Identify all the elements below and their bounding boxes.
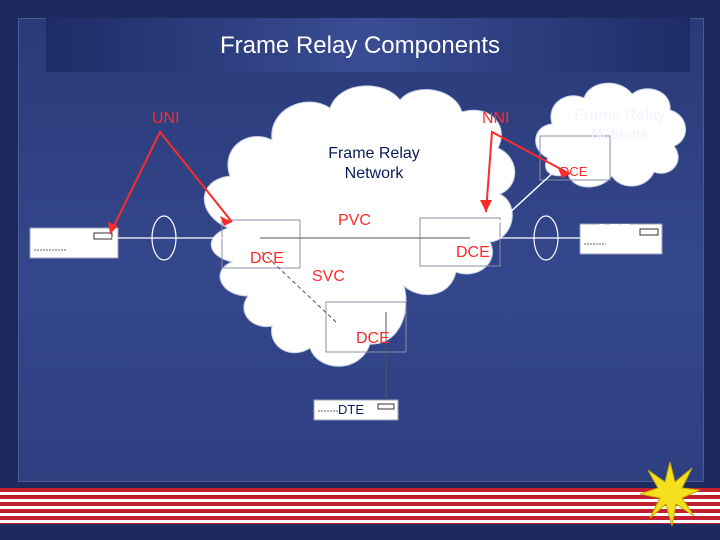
uni-pointer-lines bbox=[109, 130, 233, 235]
svc-label: SVC bbox=[312, 268, 345, 285]
dce-right-box bbox=[419, 217, 501, 267]
dte-right-label: DTE bbox=[598, 222, 630, 239]
dte-bottom-label: DTE bbox=[338, 402, 364, 417]
bottom-stripe-bar bbox=[0, 488, 720, 524]
dce-bottom-label: DCE bbox=[356, 330, 390, 347]
dce-left-box bbox=[221, 219, 301, 269]
dte-right-port bbox=[639, 228, 659, 236]
slide-title: Frame Relay Components bbox=[219, 32, 501, 59]
svc-link bbox=[261, 251, 339, 325]
nni-link bbox=[481, 169, 557, 239]
starburst-icon bbox=[640, 461, 700, 527]
bottom-divider bbox=[0, 484, 720, 488]
dce-bottom-box bbox=[325, 301, 407, 353]
title-bar bbox=[46, 18, 690, 72]
uni-label: UNI bbox=[152, 110, 180, 127]
nni-label: NNI bbox=[482, 110, 510, 127]
dte-bottom-device bbox=[313, 399, 399, 421]
main-network-label: Frame Relay Network bbox=[328, 145, 420, 182]
remote-network-cloud bbox=[535, 82, 686, 188]
link-oval-right bbox=[533, 215, 559, 261]
dte-left-port bbox=[93, 232, 113, 240]
nni-pointer-lines bbox=[485, 130, 571, 213]
dce-right-label: DCE bbox=[456, 244, 490, 261]
remote-network-label: Frame Relay Network bbox=[574, 107, 666, 143]
link-oval-left bbox=[151, 215, 177, 261]
dce-left-label: DCE bbox=[250, 250, 284, 267]
remote-dce-label: DCE bbox=[560, 164, 588, 179]
dte-left-label: DTE bbox=[36, 228, 68, 245]
pvc-label: PVC bbox=[338, 212, 371, 229]
main-network-cloud bbox=[203, 85, 516, 367]
dte-bottom-port bbox=[377, 403, 395, 410]
